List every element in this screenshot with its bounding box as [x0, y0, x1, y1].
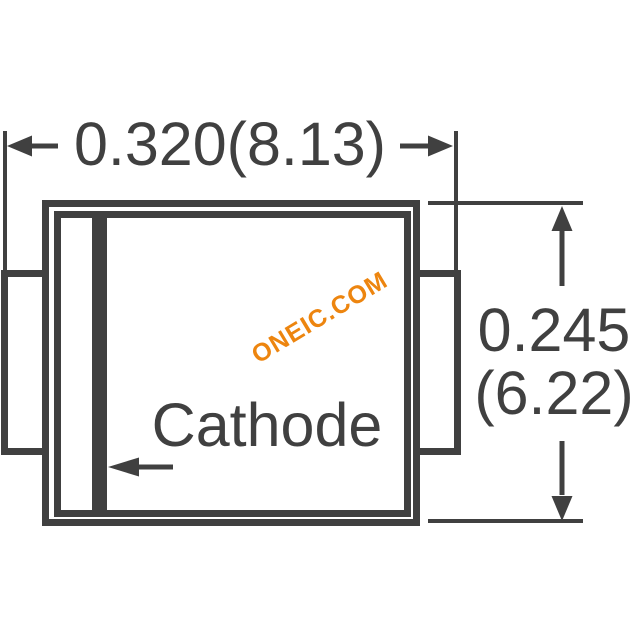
- height-dimension-mm: (6.22): [474, 359, 634, 427]
- height-dimension-label: 0.245 (6.22): [474, 299, 633, 425]
- height-dimension-inches: 0.245: [477, 296, 631, 364]
- width-dimension-label: 0.320(8.13): [74, 110, 386, 178]
- height-dimension-down-arrow-icon: [551, 441, 573, 521]
- cathode-band: [92, 211, 107, 517]
- cathode-label: Cathode: [151, 391, 383, 459]
- right-terminal-lead: [415, 270, 461, 455]
- width-dimension-left-arrow-icon: [7, 135, 58, 157]
- left-terminal-lead: [1, 270, 46, 455]
- width-dimension-right-arrow-icon: [400, 135, 453, 157]
- height-dimension-up-arrow-icon: [551, 206, 573, 286]
- package-body-inner-outline: [54, 211, 411, 517]
